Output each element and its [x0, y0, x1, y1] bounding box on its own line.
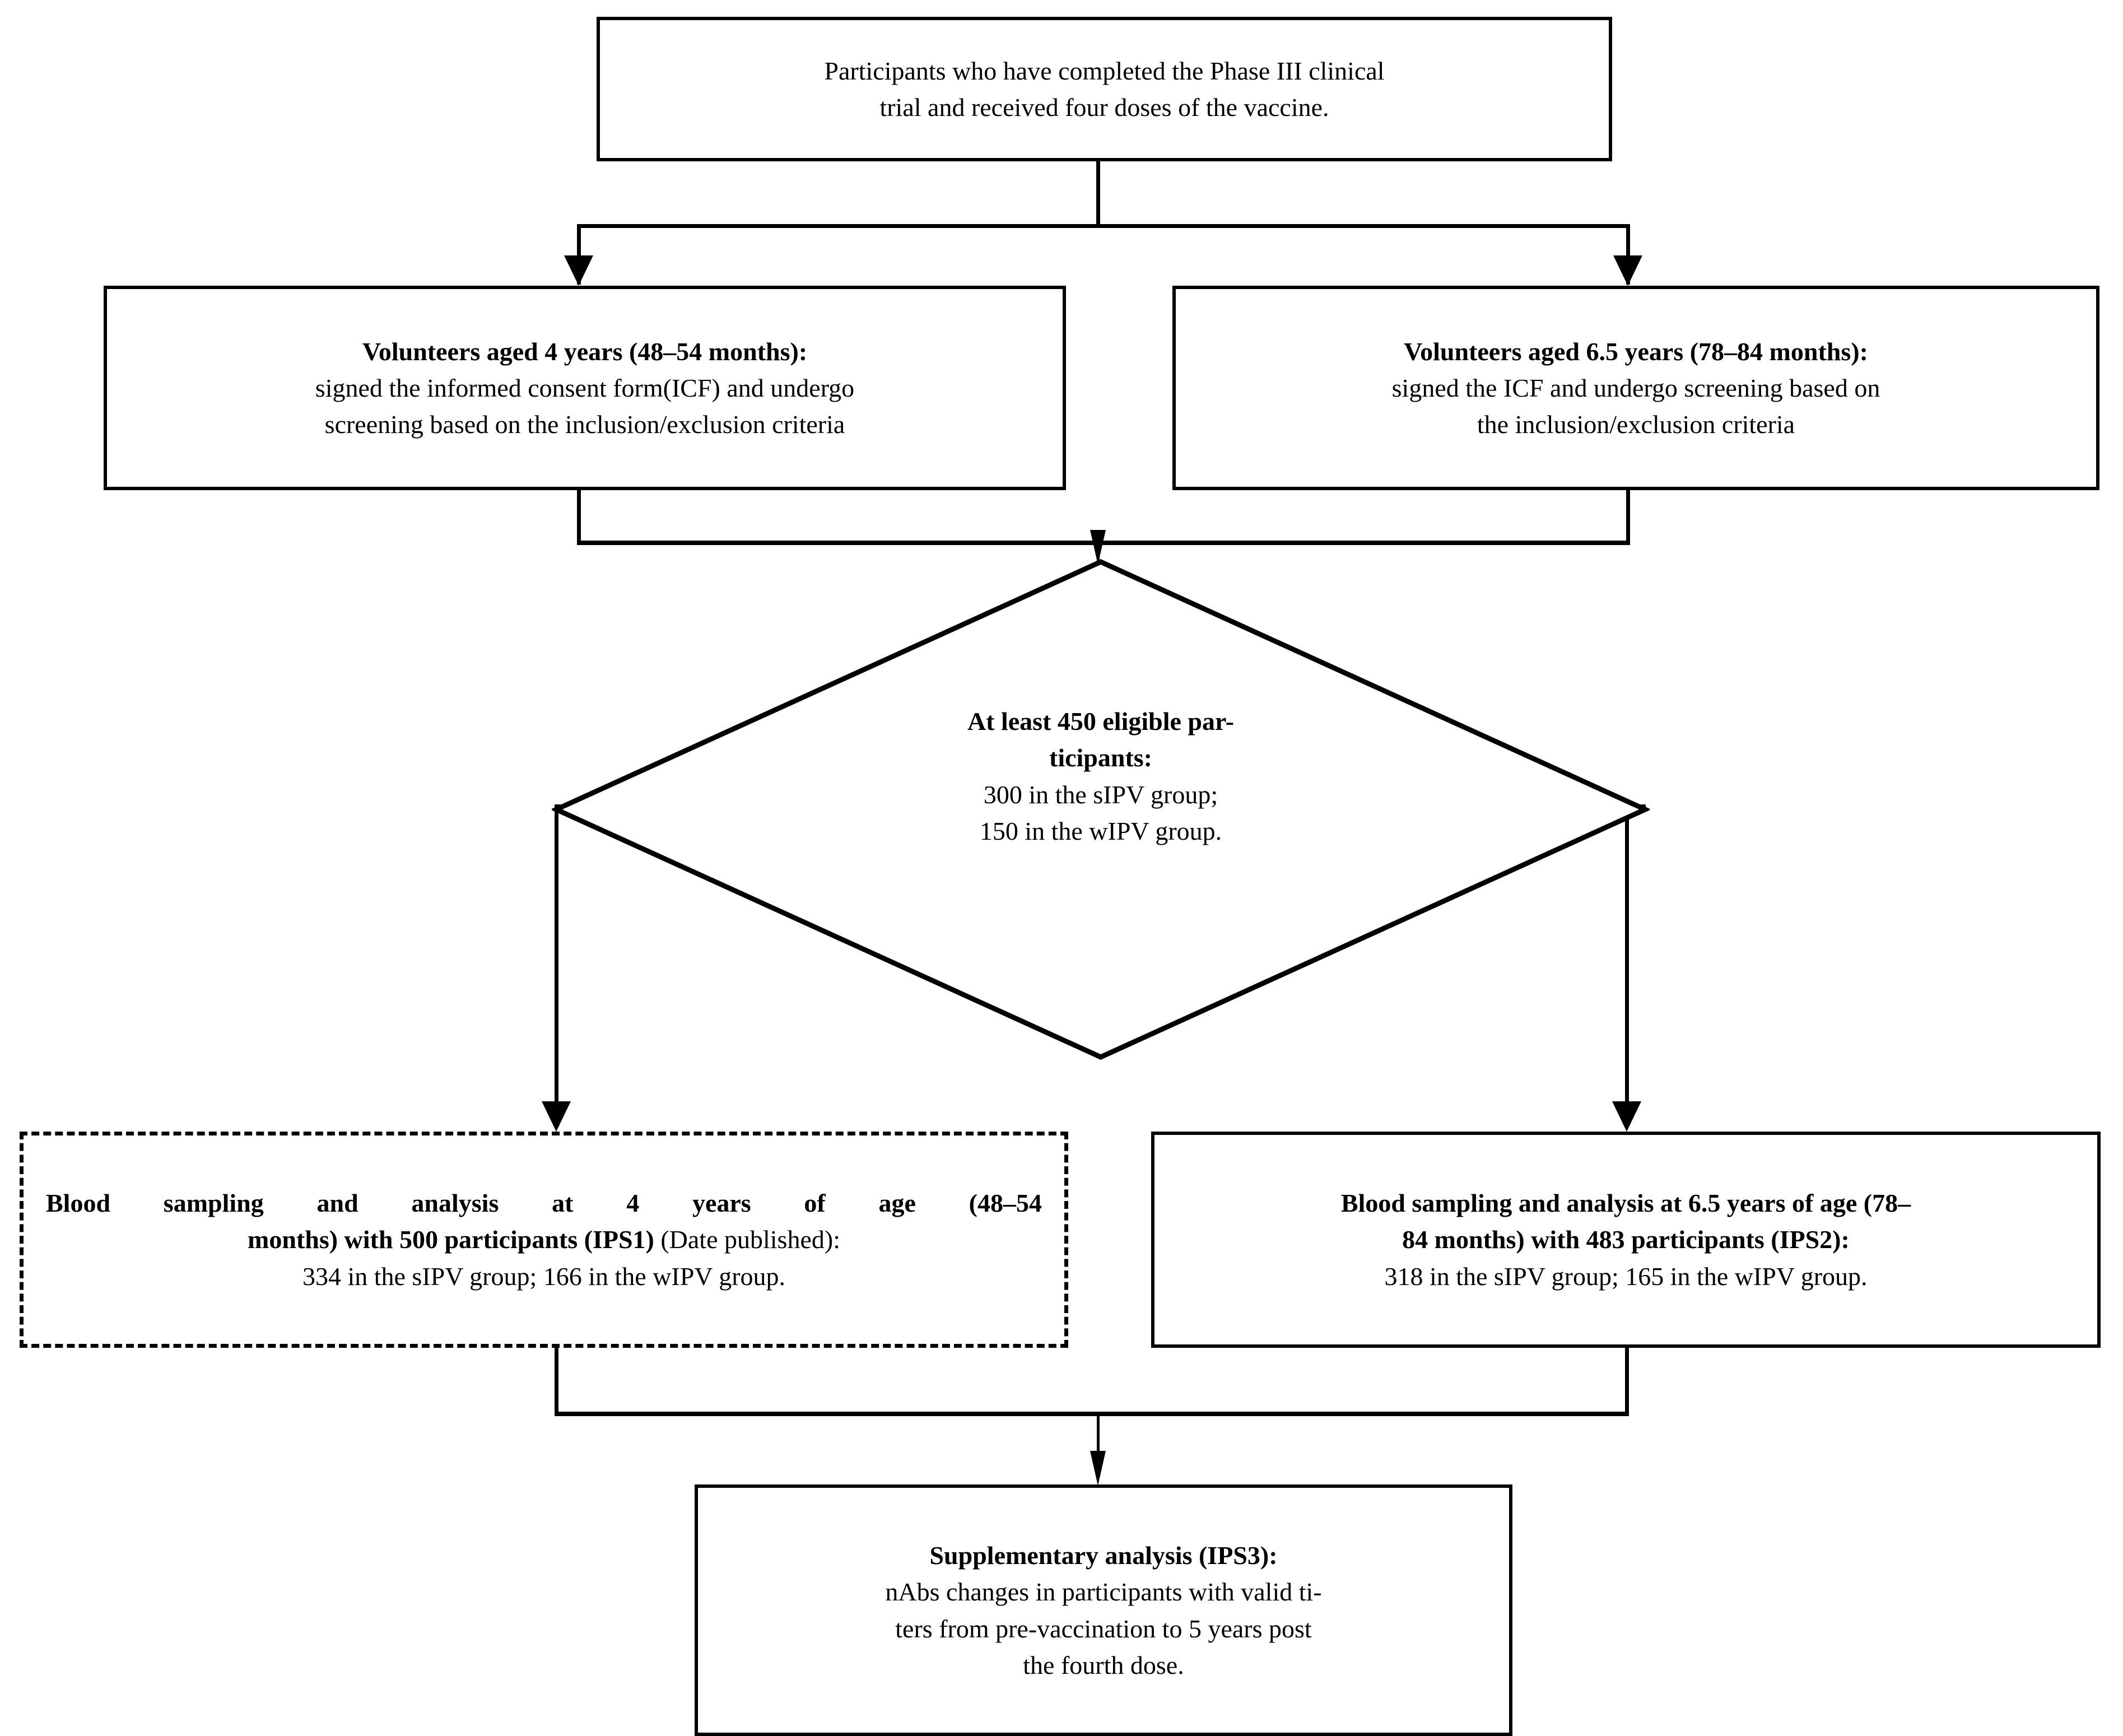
node-eligibility-diamond-shape: [552, 557, 1650, 1062]
arrowhead-to-cohort-65y: [1613, 255, 1642, 286]
ips2-line-3: 318 in the sIPV group; 165 in the wIPV g…: [1384, 1262, 1868, 1291]
source-line-1: Participants who have completed the Phas…: [824, 56, 1385, 85]
arrowhead-to-ips3: [1090, 1451, 1106, 1486]
eligibility-heading-2: ticipants:: [1049, 743, 1152, 772]
ips1-line-2: months) with 500 participants (IPS1) (Da…: [24, 1221, 1064, 1258]
cohort-65y-line-2: the inclusion/exclusion criteria: [1477, 410, 1795, 439]
connector-merge-stem-to-ips3: [1097, 1416, 1100, 1462]
connector-ips1-drop: [555, 804, 558, 1109]
eligibility-line-1: 300 in the sIPV group;: [983, 780, 1218, 809]
ips1-line-3: 334 in the sIPV group; 166 in the wIPV g…: [302, 1262, 786, 1291]
source-line-2: trial and received four doses of the vac…: [879, 93, 1329, 122]
cohort-4y-line-2: screening based on the inclusion/exclusi…: [324, 410, 845, 439]
arrowhead-to-cohort-4y: [564, 255, 593, 286]
arrowhead-to-ips2: [1612, 1101, 1641, 1132]
cohort-4y-heading: Volunteers aged 4 years (48–54 months):: [362, 337, 808, 366]
connector-split-right-drop: [1626, 224, 1630, 285]
node-cohort-6-5-years: Volunteers aged 6.5 years (78–84 months)…: [1172, 286, 2099, 490]
ips2-line-2: 84 months) with 483 participants (IPS2):: [1402, 1225, 1850, 1254]
connector-ips2-bottom-drop: [1625, 1348, 1629, 1416]
cohort-65y-line-1: signed the ICF and undergo screening bas…: [1391, 373, 1880, 402]
connector-cohort-4y-drop: [577, 490, 581, 544]
node-ips3-supplementary-analysis: Supplementary analysis (IPS3): nAbs chan…: [695, 1484, 1512, 1736]
connector-ips2-drop: [1625, 804, 1629, 1109]
ips3-line-1: nAbs changes in participants with valid …: [885, 1577, 1322, 1607]
ips1-line-2-bold: months) with 500 participants (IPS1): [248, 1225, 654, 1254]
ips1-line-2-rest: (Date published):: [654, 1225, 840, 1254]
ips3-heading: Supplementary analysis (IPS3):: [929, 1540, 1278, 1570]
node-ips1-blood-sampling-4y: Blood sampling and analysis at 4 years o…: [20, 1132, 1068, 1348]
ips1-line-1: Blood sampling and analysis at 4 years o…: [46, 1189, 1042, 1218]
connector-source-stem: [1096, 161, 1100, 227]
arrowhead-to-eligibility-diamond: [1090, 530, 1106, 565]
connector-split-bar-top: [577, 224, 1630, 228]
connector-cohort-65y-drop: [1626, 490, 1630, 544]
connector-ips1-bottom-drop: [555, 1348, 558, 1416]
cohort-65y-heading: Volunteers aged 6.5 years (78–84 months)…: [1404, 337, 1868, 366]
node-source-participants: Participants who have completed the Phas…: [597, 17, 1612, 161]
eligibility-heading-1: At least 450 eligible par-: [967, 707, 1235, 736]
arrowhead-to-ips1: [542, 1101, 571, 1132]
node-ips2-blood-sampling-65y: Blood sampling and analysis at 6.5 years…: [1151, 1132, 2101, 1348]
connector-merge-bar-ips: [555, 1412, 1629, 1416]
ips3-line-3: the fourth dose.: [1023, 1650, 1184, 1679]
node-eligibility-text: At least 450 eligible par- ticipants: 30…: [759, 703, 1442, 849]
connector-split-left-drop: [577, 224, 581, 285]
eligibility-line-2: 150 in the wIPV group.: [979, 816, 1222, 845]
cohort-4y-line-1: signed the informed consent form(ICF) an…: [315, 373, 855, 402]
ips2-line-1: Blood sampling and analysis at 6.5 years…: [1340, 1189, 1911, 1218]
node-cohort-4-years: Volunteers aged 4 years (48–54 months): …: [104, 286, 1066, 490]
ips3-line-2: ters from pre-vaccination to 5 years pos…: [895, 1614, 1312, 1643]
